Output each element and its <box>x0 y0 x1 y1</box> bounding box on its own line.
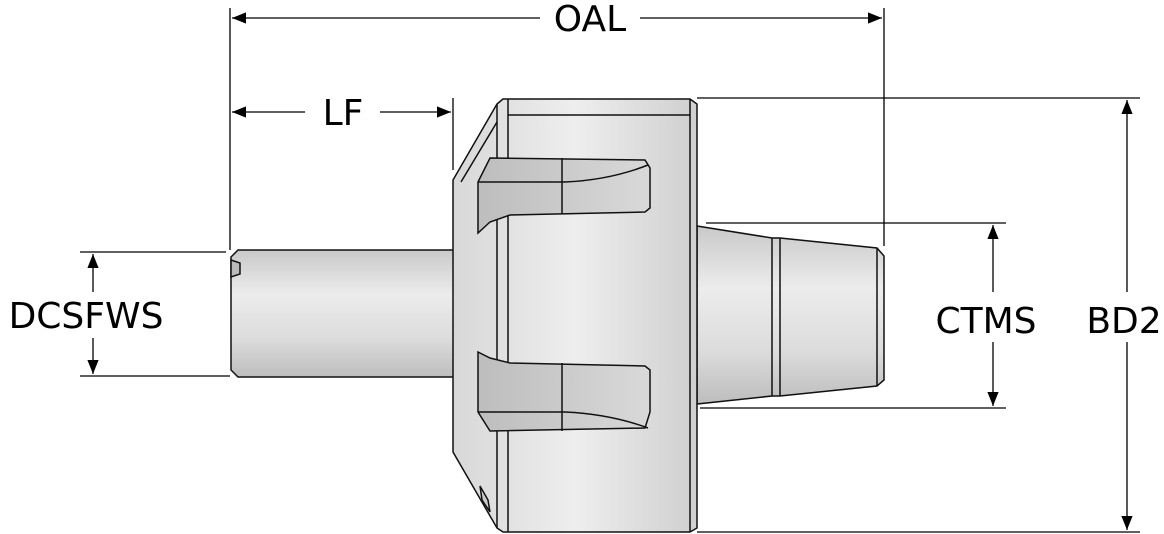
oal-dimension: OAL <box>229 0 885 250</box>
bd2-dimension: BD2 <box>697 97 1162 533</box>
shank <box>230 249 459 378</box>
dcsfws-dimension: DCSFWS <box>9 251 230 377</box>
ctms-dimension: CTMS <box>700 222 1037 409</box>
lf-label: LF <box>323 93 364 134</box>
ctms-label: CTMS <box>935 301 1036 342</box>
lf-dimension: LF <box>232 93 454 170</box>
nut-body <box>452 98 698 533</box>
shank-notch <box>230 258 241 279</box>
oal-label: OAL <box>554 0 626 40</box>
taper <box>696 225 885 405</box>
dcsfws-label: DCSFWS <box>9 296 164 337</box>
bd2-label: BD2 <box>1086 301 1161 342</box>
